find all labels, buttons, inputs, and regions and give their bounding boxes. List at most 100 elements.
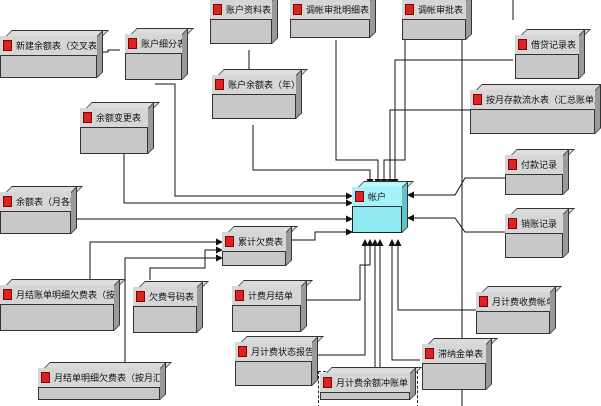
entity-account-subdivision[interactable]: 账户细分表 bbox=[125, 28, 194, 86]
entity-label: 月计费余额冲账单 bbox=[336, 379, 409, 389]
entity-side-face bbox=[286, 226, 292, 266]
entity-header: 滞纳金单表 bbox=[422, 344, 486, 364]
entity-header: 月计费余额冲账单 bbox=[320, 373, 410, 393]
entity-label: 月计费收费帐单 bbox=[492, 298, 550, 308]
entity-side-face bbox=[370, 0, 376, 38]
entity-side-face bbox=[563, 208, 569, 258]
entity-header: 付款记录 bbox=[505, 155, 563, 175]
entity-label: 余额表（月各账户） bbox=[16, 198, 71, 208]
connector-line bbox=[407, 177, 505, 199]
connector-line bbox=[300, 239, 374, 301]
table-icon bbox=[323, 377, 332, 388]
connector-line bbox=[155, 83, 353, 200]
entity-label: 按月存款流水表（汇总账单对表） bbox=[486, 96, 595, 106]
entity-arrears-number[interactable]: 欠费号码表 bbox=[133, 281, 209, 339]
entity-label: 新建余额表（交叉表） bbox=[16, 42, 97, 52]
entity-header: 新建余额表（交叉表） bbox=[0, 36, 97, 56]
entity-label: 欠费号码表 bbox=[149, 293, 195, 303]
table-icon bbox=[83, 112, 92, 123]
table-icon bbox=[293, 4, 302, 15]
table-icon bbox=[425, 348, 434, 359]
entity-account-balance-year[interactable]: 账户余额表（年） bbox=[212, 69, 308, 125]
entity-side-face bbox=[148, 102, 154, 154]
entity-header: 累计欠费表 bbox=[222, 232, 286, 252]
entity-side-face bbox=[114, 279, 120, 331]
entity-header: 调帐审批表 bbox=[402, 0, 466, 20]
connector-line bbox=[149, 246, 223, 280]
connector-line bbox=[386, 109, 470, 186]
entity-label: 月结单明细欠费表（按月汇总） bbox=[54, 374, 160, 384]
entity-side-face bbox=[296, 69, 302, 119]
table-icon bbox=[215, 79, 224, 90]
entity-label: 累计欠费表 bbox=[238, 238, 284, 248]
table-icon bbox=[3, 289, 12, 300]
entity-center-account[interactable]: 帐户 bbox=[352, 181, 414, 239]
table-icon bbox=[3, 40, 12, 51]
table-icon bbox=[128, 38, 137, 49]
connector-line bbox=[124, 254, 223, 375]
entity-label: 账户余额表（年） bbox=[228, 81, 296, 91]
table-icon bbox=[405, 4, 414, 15]
entity-monthly-billing-charge[interactable]: 月计费收费帐单 bbox=[476, 286, 562, 340]
entity-label: 月结账单明细欠费表（按天汇总） bbox=[16, 291, 114, 301]
table-icon bbox=[136, 291, 145, 302]
entity-side-face bbox=[595, 84, 601, 134]
table-icon bbox=[225, 236, 234, 247]
entity-side-face bbox=[563, 149, 569, 195]
entity-side-face bbox=[97, 30, 103, 78]
entity-header: 销账记录 bbox=[505, 214, 563, 234]
entity-cumulative-arrears[interactable]: 累计欠费表 bbox=[222, 226, 298, 272]
entity-label: 余额变更表 bbox=[96, 114, 142, 124]
table-icon bbox=[508, 218, 517, 229]
entity-label: 调帐审批表 bbox=[418, 6, 464, 16]
entity-monthly-arrears-monthly[interactable]: 月结单明细欠费表（按月汇总） bbox=[38, 362, 172, 406]
entity-label: 账户资料表 bbox=[226, 6, 272, 16]
table-icon bbox=[3, 196, 12, 207]
connector-line bbox=[335, 40, 382, 186]
entity-monthly-arrears-daily[interactable]: 月结账单明细欠费表（按天汇总） bbox=[0, 279, 126, 337]
entity-header: 余额表（月各账户） bbox=[0, 192, 71, 212]
entity-side-face bbox=[301, 280, 307, 332]
entity-balance-monthly[interactable]: 余额表（月各账户） bbox=[0, 186, 83, 240]
entity-monthly-deposit-flow[interactable]: 按月存款流水表（汇总账单对表） bbox=[470, 84, 601, 140]
entity-payment-record[interactable]: 付款记录 bbox=[505, 149, 575, 201]
entity-balance-change[interactable]: 余额变更表 bbox=[80, 102, 160, 160]
entity-header: 账户细分表 bbox=[125, 34, 182, 54]
entity-monthly-billing-status[interactable]: 月计费状态报告 bbox=[235, 336, 324, 392]
entity-side-face bbox=[579, 29, 585, 79]
table-icon bbox=[213, 4, 222, 15]
entity-billing-statement[interactable]: 计费月结单 bbox=[232, 280, 313, 338]
entity-label: 计费月结单 bbox=[248, 292, 294, 302]
entity-side-face bbox=[272, 0, 278, 44]
table-icon bbox=[518, 39, 527, 50]
entity-header: 账户余额表（年） bbox=[212, 75, 296, 95]
entity-loan-record[interactable]: 借贷记录表 bbox=[515, 29, 591, 85]
entity-side-face bbox=[197, 281, 203, 333]
table-icon bbox=[41, 372, 50, 383]
table-icon bbox=[355, 191, 364, 202]
entity-header: 帐户 bbox=[352, 187, 402, 207]
table-icon bbox=[508, 159, 517, 170]
table-icon bbox=[479, 296, 488, 307]
entity-side-face bbox=[466, 0, 472, 40]
entity-new-balance-crosstab[interactable]: 新建余额表（交叉表） bbox=[0, 30, 109, 84]
entity-side-face bbox=[410, 367, 416, 400]
entity-writeoff-record[interactable]: 销账记录 bbox=[505, 208, 575, 264]
entity-header: 按月存款流水表（汇总账单对表） bbox=[470, 90, 595, 110]
entity-header: 月计费收费帐单 bbox=[476, 292, 550, 312]
connector-line bbox=[394, 239, 476, 311]
connector-line bbox=[316, 239, 369, 356]
connector-line bbox=[388, 239, 420, 361]
entity-adjust-approval-detail[interactable]: 调帐审批明细表 bbox=[290, 0, 376, 44]
entity-side-face bbox=[312, 336, 318, 386]
connector-line bbox=[89, 238, 223, 290]
connector-line bbox=[407, 214, 505, 233]
entity-adjust-approval[interactable]: 调帐审批表 bbox=[402, 0, 472, 46]
entity-monthly-balance-offset[interactable]: 月计费余额冲账单 bbox=[318, 367, 422, 406]
entity-late-fee[interactable]: 滞纳金单表 bbox=[422, 338, 498, 396]
entity-account-info[interactable]: 账户资料表 bbox=[210, 0, 278, 50]
entity-label: 滞纳金单表 bbox=[438, 350, 484, 360]
table-icon bbox=[473, 94, 482, 105]
entity-header: 余额变更表 bbox=[80, 108, 148, 128]
